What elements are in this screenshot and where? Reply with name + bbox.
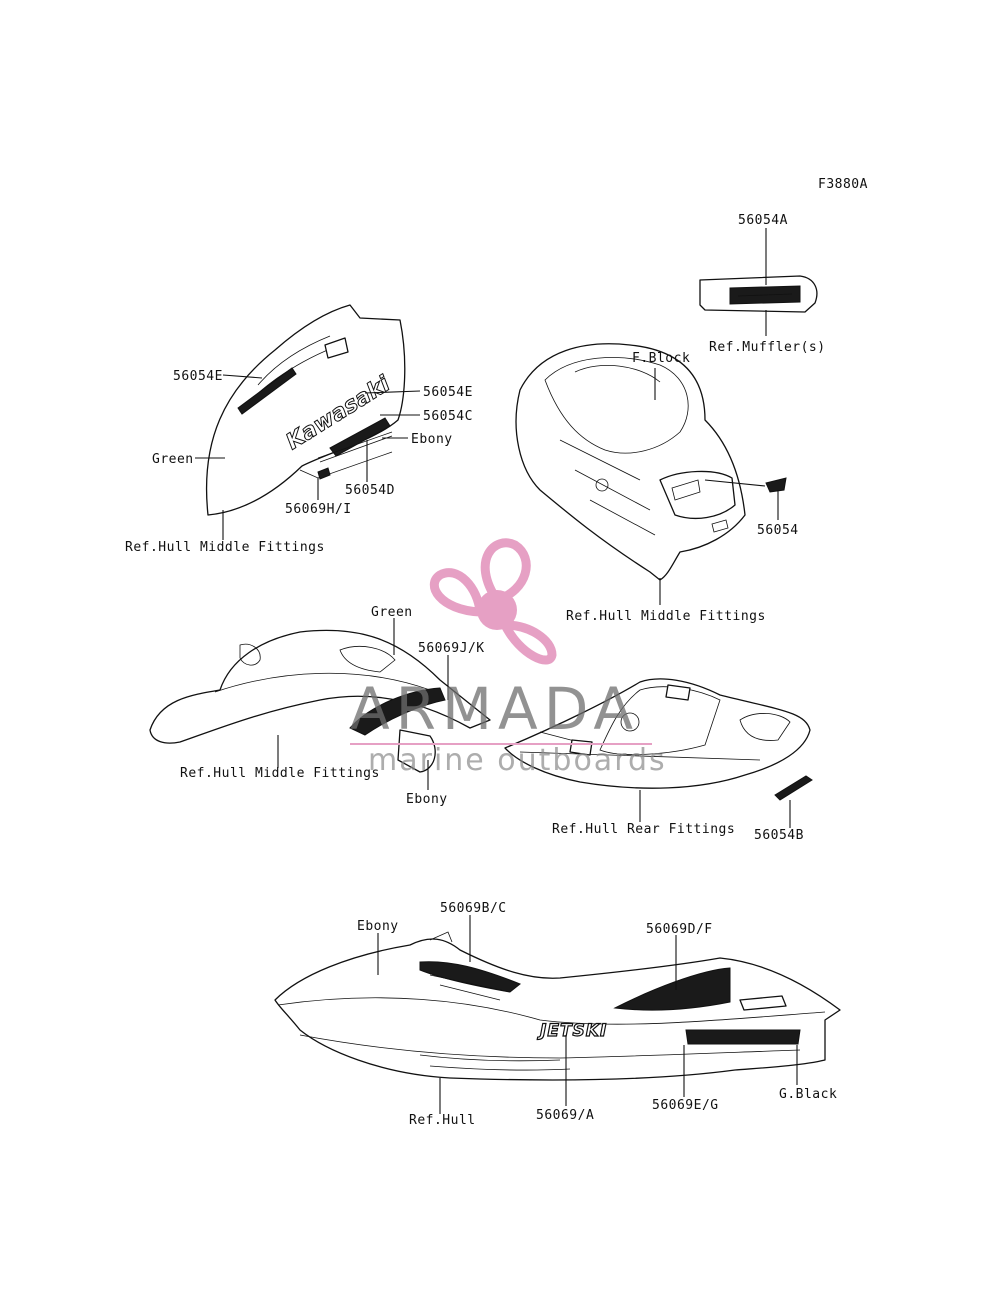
side-panel-decals: Kawasaki 56054E 56054E 56054C Ebony Gree… <box>125 304 473 555</box>
label-g-black: G.Black <box>779 1087 837 1102</box>
label-56054E-b: 56054E <box>423 385 473 400</box>
label-ref-hull: Ref.Hull <box>409 1113 476 1128</box>
side-panel <box>205 304 406 516</box>
middle-fitting <box>149 629 491 744</box>
label-ebony-3: Ebony <box>357 919 399 934</box>
decal-56054E-small <box>237 367 297 415</box>
propeller-icon <box>429 538 557 665</box>
armada-watermark: ARMADA marine outboards <box>350 538 667 778</box>
label-ref-hull-rear: Ref.Hull Rear Fittings <box>552 822 735 837</box>
label-56069BC: 56069B/C <box>440 901 507 916</box>
label-ref-hull-middle-2: Ref.Hull Middle Fittings <box>566 609 766 624</box>
label-ref-hull-middle-1: Ref.Hull Middle Fittings <box>125 540 325 555</box>
label-ref-hull-middle-3: Ref.Hull Middle Fittings <box>180 766 380 781</box>
label-green-1: Green <box>152 452 194 467</box>
hull-decals: JETSKI Ebony 56069B/C 56069D/F G.Black R… <box>274 901 841 1128</box>
label-56054E-a: 56054E <box>173 369 223 384</box>
middle-rear-fittings: Green 56069J/K Ref.Hull Middle Fittings … <box>149 605 813 843</box>
decal-56069JK <box>349 687 446 736</box>
label-56054: 56054 <box>757 523 799 538</box>
label-56069DF: 56069D/F <box>646 922 713 937</box>
label-ref-muffler: Ref.Muffler(s) <box>709 340 826 355</box>
decal-56069EG <box>685 1029 801 1045</box>
decal-56069DF <box>613 967 731 1011</box>
label-ebony-2: Ebony <box>406 792 448 807</box>
decal-56054B <box>774 775 813 801</box>
decal-jetski-text: JETSKI <box>537 1021 607 1041</box>
decal-56069BC <box>419 961 521 993</box>
f-block <box>515 343 746 581</box>
f-block-deck: F.Block 56054 Ref.Hull Middle Fittings <box>515 343 799 624</box>
label-56069JK: 56069J/K <box>418 641 485 656</box>
label-56054A: 56054A <box>738 213 788 228</box>
label-56054D: 56054D <box>345 483 395 498</box>
label-56069HI: 56069H/I <box>285 502 352 517</box>
decal-56054C <box>329 417 391 457</box>
label-56069A: 56069/A <box>536 1108 594 1123</box>
label-f-block: F.Block <box>632 351 690 366</box>
f-block-hatch <box>659 470 736 520</box>
panel-vent <box>324 337 349 359</box>
stern-step <box>739 995 787 1011</box>
rear-fitting <box>504 678 811 789</box>
label-ebony-1: Ebony <box>411 432 453 447</box>
bracket-ebony <box>397 729 436 773</box>
decal-56054 <box>765 477 787 493</box>
watermark-title: ARMADA <box>350 675 639 743</box>
muffler-decal: 56054A Ref.Muffler(s) <box>699 213 826 355</box>
label-56054B: 56054B <box>754 828 804 843</box>
label-green-2: Green <box>371 605 413 620</box>
figure-code: F3880A <box>818 177 868 192</box>
rear-cap-right <box>665 684 691 701</box>
label-56054C: 56054C <box>423 409 473 424</box>
watermark-subtitle: marine outboards <box>368 743 667 778</box>
decal-56069HI <box>317 467 331 480</box>
label-56069EG: 56069E/G <box>652 1098 719 1113</box>
